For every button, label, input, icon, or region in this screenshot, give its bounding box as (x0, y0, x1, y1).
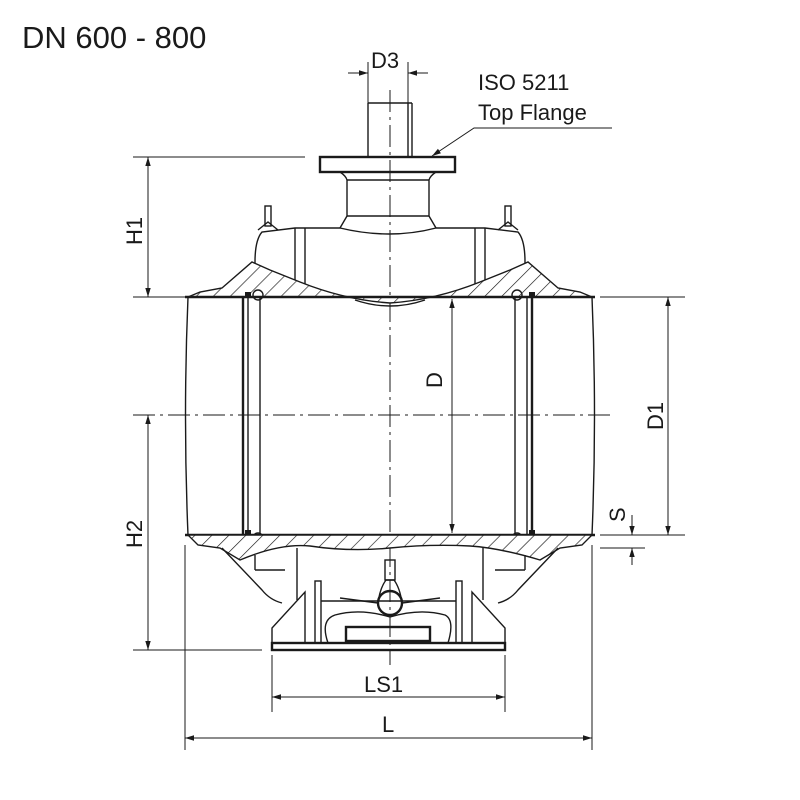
dimension-s: S (600, 507, 645, 565)
base-support (270, 559, 507, 652)
lower-body (221, 547, 559, 604)
dimension-ls1: LS1 (271, 655, 506, 712)
dimension-l: L (184, 545, 593, 750)
label-h1: H1 (122, 217, 147, 245)
upper-body (254, 205, 526, 297)
label-s: S (605, 507, 630, 522)
seat-ring-left (241, 289, 264, 544)
label-d3: D3 (371, 48, 399, 73)
label-iso-5211: ISO 5211 (478, 70, 569, 95)
label-ls1: LS1 (364, 672, 403, 697)
label-h2: H2 (122, 520, 147, 548)
seat-ring-right (511, 289, 535, 544)
label-d: D (422, 372, 447, 388)
lower-body-section (186, 534, 594, 561)
dimension-d3: D3 (348, 48, 428, 103)
iso-top-flange-callout: ISO 5211 Top Flange (431, 70, 612, 157)
dimension-h1: H1 (122, 156, 305, 298)
stem (367, 102, 413, 157)
label-l: L (382, 712, 394, 737)
label-d1: D1 (643, 402, 668, 430)
label-top-flange: Top Flange (478, 100, 587, 125)
upper-body-section (187, 261, 593, 304)
dimension-d: D (422, 299, 455, 533)
top-flange (318, 155, 457, 229)
drawing-title: DN 600 - 800 (22, 20, 206, 55)
dimension-d1: D1 (600, 296, 685, 536)
dimension-h2: H2 (122, 415, 262, 651)
